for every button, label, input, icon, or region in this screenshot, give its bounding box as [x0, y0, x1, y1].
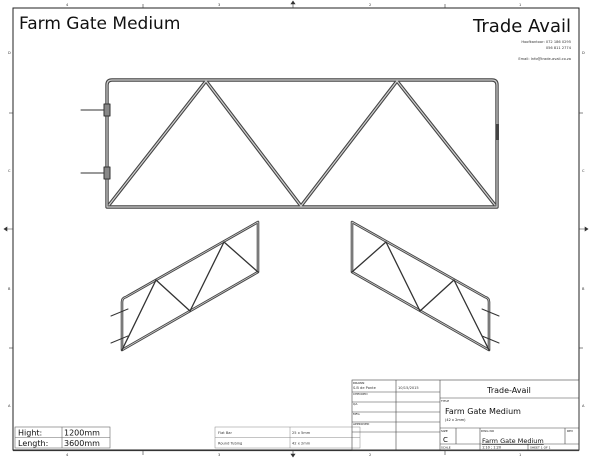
hinge-icon [110, 308, 129, 344]
drawn-date: 10/15/2015 [398, 386, 419, 390]
sheet-border [12, 7, 580, 451]
zone-row-b-left: B [8, 287, 11, 291]
center-mark-icon [579, 226, 589, 232]
sheet-number: SHEET 1 OF 1 [530, 446, 551, 450]
zone-col-4-top: 4 [66, 3, 69, 7]
zone-row-b-right: B [582, 287, 585, 291]
hinge-icon [481, 308, 500, 344]
materials-table [214, 426, 361, 449]
title-block-subtitle: (42 x 2mm) [445, 418, 466, 422]
material-name: Flat Bar [218, 431, 232, 435]
material-size: 42 x 2mm [292, 442, 311, 446]
height-label: Hight: [18, 429, 42, 438]
drawing-title: Farm Gate Medium [19, 14, 180, 34]
scale-value: 1:10 ; 1:20 [482, 446, 501, 450]
zone-row-a-right: A [582, 404, 585, 408]
approved-label: APPROVED [353, 422, 370, 426]
mfg-label: MFG [353, 412, 360, 416]
company-phone-2: 056 811 2774 [546, 46, 572, 50]
title-block-company: Trade-Avail [486, 386, 531, 395]
zone-col-2-bottom: 2 [369, 453, 371, 457]
zone-markers: 4 3 2 1 4 3 2 1 D C B A D C B A [3, 0, 589, 458]
latch-icon [496, 124, 499, 140]
drawn-label: DRAWN [353, 381, 364, 385]
zone-col-1-top: 1 [519, 3, 521, 7]
zone-row-c-right: C [582, 169, 585, 173]
qa-label: QA [353, 402, 358, 406]
center-mark-icon [290, 451, 296, 458]
size-value: C [443, 436, 448, 444]
title-label: TITLE [440, 399, 449, 403]
zone-row-d-left: D [8, 51, 11, 55]
material-size: 25 x 5mm [292, 431, 311, 435]
zone-row-c-left: C [8, 169, 11, 173]
length-label: Length: [18, 439, 48, 448]
scale-label: SCALE [441, 446, 451, 450]
company-name: Trade Avail [472, 16, 571, 37]
title-block [351, 379, 580, 451]
zone-col-3-top: 3 [218, 3, 220, 7]
height-value: 1200mm [64, 429, 100, 438]
dimensions-table [14, 426, 111, 449]
zone-row-a-left: A [8, 404, 11, 408]
rev-label: REV [567, 429, 574, 433]
zone-row-d-right: D [582, 51, 585, 55]
gate-iso-view-right [350, 220, 500, 352]
gate-front-view [80, 78, 499, 209]
checked-label: CHECKED [353, 392, 368, 396]
length-value: 3600mm [64, 439, 100, 448]
center-mark-icon [3, 226, 13, 232]
zone-col-2-top: 2 [369, 3, 371, 7]
dwg-no-label: DWG NO [481, 429, 495, 433]
hinge-icon [80, 103, 111, 180]
zone-col-3-bottom: 3 [218, 453, 220, 457]
gate-iso-view-left [110, 220, 260, 352]
drawn-by: S.B de Ponte [353, 386, 377, 390]
zone-col-1-bottom: 1 [519, 453, 521, 457]
size-label: SIZE [441, 429, 448, 433]
center-mark-icon [290, 0, 296, 8]
title-block-title: Farm Gate Medium [445, 407, 521, 416]
company-email: Email: Info@trade-avail.co.za [518, 57, 571, 61]
company-phone-1: Hoofkantoor: 072 186 0295 [521, 40, 571, 44]
material-name: Round Tubing [218, 442, 242, 446]
zone-col-4-bottom: 4 [66, 453, 69, 457]
dwg-no: Farm Gate Medium [482, 437, 544, 445]
